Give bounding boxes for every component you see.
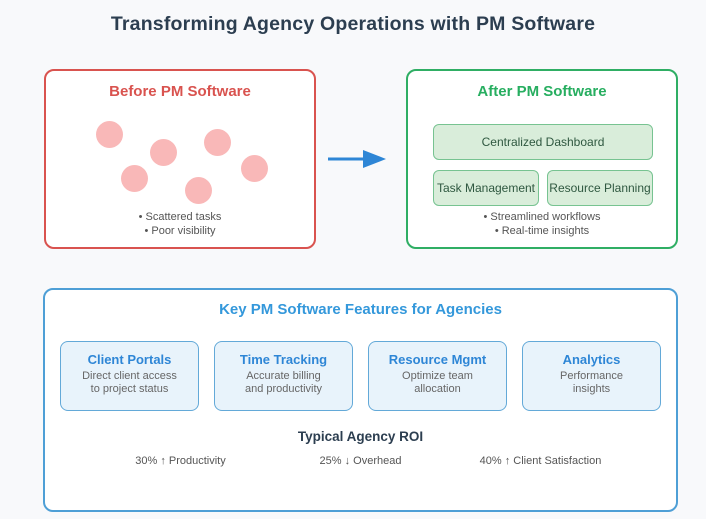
feature-card-desc-line: Performance: [560, 370, 623, 382]
roi-stat-client-satisfaction: 40% ↑ Client Satisfaction: [479, 455, 602, 467]
feature-card-title: Time Tracking: [239, 352, 328, 367]
feature-card-title: Client Portals: [87, 352, 172, 367]
centralized-dashboard-chip: Centralized Dashboard: [433, 124, 653, 160]
feature-card-client-portals: Client Portals Direct client access to p…: [60, 341, 199, 411]
before-panel-title: Before PM Software: [109, 83, 251, 100]
after-panel: After PM Software Centralized Dashboard …: [406, 69, 678, 249]
feature-card-desc-line: Accurate billing: [246, 370, 321, 382]
page-title: Transforming Agency Operations with PM S…: [110, 13, 596, 35]
feature-card-resource-mgmt: Resource Mgmt Optimize team allocation: [368, 341, 507, 411]
feature-card-desc-line: and productivity: [244, 383, 323, 395]
before-bullet-list: • Scattered tasks • Poor visibility: [46, 210, 314, 238]
roi-stats-row: 30% ↑ Productivity 25% ↓ Overhead 40% ↑ …: [91, 455, 631, 467]
after-bullet-list: • Streamlined workflows • Real-time insi…: [408, 210, 676, 238]
feature-card-title: Analytics: [562, 352, 621, 367]
roi-stat-overhead: 25% ↓ Overhead: [319, 455, 402, 467]
feature-card-desc-line: to project status: [90, 383, 169, 395]
task-dot: [121, 165, 148, 192]
feature-card-time-tracking: Time Tracking Accurate billing and produ…: [214, 341, 353, 411]
roi-title: Typical Agency ROI: [297, 429, 424, 444]
feature-card-desc-line: Direct client access: [82, 370, 177, 382]
feature-card-desc-line: insights: [572, 383, 611, 395]
task-dot: [96, 121, 123, 148]
resource-planning-chip: Resource Planning: [547, 170, 653, 206]
task-dot: [204, 129, 231, 156]
feature-card-analytics: Analytics Performance insights: [522, 341, 661, 411]
bullet-streamlined-workflows: • Streamlined workflows: [483, 211, 601, 223]
features-panel-title: Key PM Software Features for Agencies: [219, 301, 502, 318]
task-management-chip: Task Management: [433, 170, 539, 206]
task-dot: [241, 155, 268, 182]
bullet-realtime-insights: • Real-time insights: [494, 225, 590, 237]
transform-arrow-icon: [328, 150, 386, 168]
features-panel: Key PM Software Features for Agencies Cl…: [43, 288, 678, 512]
feature-card-desc-line: allocation: [414, 383, 461, 395]
after-panel-title: After PM Software: [477, 83, 607, 100]
before-panel: Before PM Software • Scattered tasks • P…: [44, 69, 316, 249]
bullet-scattered-tasks: • Scattered tasks: [138, 211, 222, 223]
feature-card-title: Resource Mgmt: [388, 352, 487, 367]
roi-stat-productivity: 30% ↑ Productivity: [135, 455, 226, 467]
task-dot: [185, 177, 212, 204]
feature-card-row: Client Portals Direct client access to p…: [45, 341, 676, 411]
task-dot: [150, 139, 177, 166]
bullet-poor-visibility: • Poor visibility: [144, 225, 216, 237]
feature-card-desc-line: Optimize team: [402, 370, 473, 382]
